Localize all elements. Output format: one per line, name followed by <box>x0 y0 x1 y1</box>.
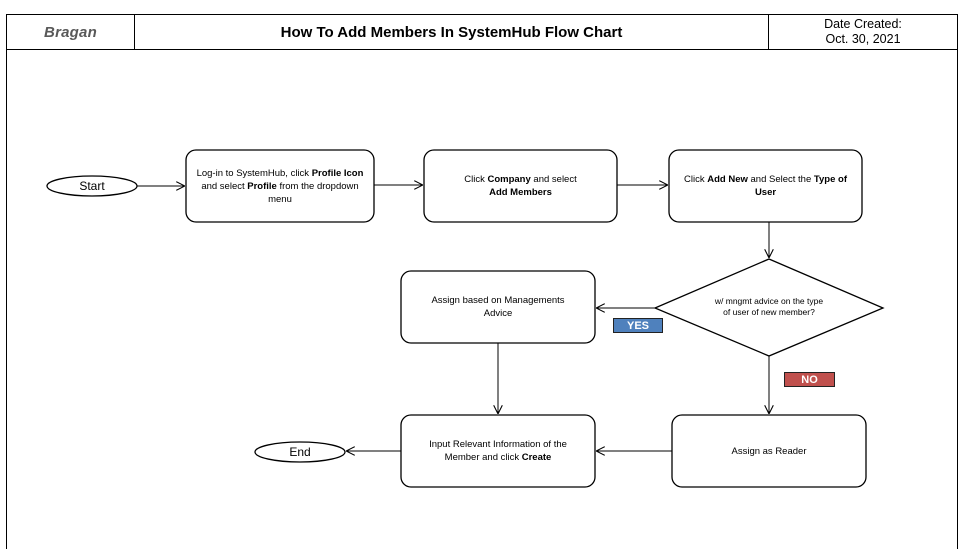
input-info-text-bold: Create <box>521 452 552 463</box>
diagram-frame <box>6 49 958 549</box>
no-badge: NO <box>784 372 835 387</box>
title-cell: How To Add Members In SystemHub Flow Cha… <box>135 15 769 49</box>
end-label: End <box>289 445 311 459</box>
assign-reader-text: Assign as Reader <box>731 445 807 457</box>
yes-badge: YES <box>613 318 663 333</box>
step3-box <box>668 149 863 223</box>
step1-text-pre: Log-in to SystemHub, click <box>196 167 312 179</box>
step1-text-bold2: Profile <box>247 180 277 192</box>
step2-box <box>423 149 618 223</box>
step2-text-pre: Click <box>464 174 488 185</box>
step1-text-mid: and select <box>201 180 248 192</box>
header-bar: Bragan How To Add Members In SystemHub F… <box>6 14 958 50</box>
step2-text-bold2: Add Members <box>489 187 552 198</box>
assign-mgmt-text: Assign based on Managements Advice <box>431 295 565 319</box>
step3-text: Click Add New and Select the Type of Use… <box>669 150 862 222</box>
date-cell: Date Created: Oct. 30, 2021 <box>769 15 957 49</box>
step3-text-bold1: Add New <box>707 174 748 185</box>
end-oval <box>254 441 346 463</box>
step2-text: Click Company and select Add Members <box>424 150 617 222</box>
step3-text-mid: and Select the <box>747 174 814 185</box>
page-title: How To Add Members In SystemHub Flow Cha… <box>280 23 623 41</box>
step2-text-bold1: Company <box>487 174 531 185</box>
step2-text-mid: and select <box>530 174 577 185</box>
date-label: Date Created: <box>824 17 902 31</box>
input-info-text: Input Relevant Information of the Member… <box>401 415 595 487</box>
decision-text: w/ mngmt advice on the type of user of n… <box>714 296 824 317</box>
flowchart-canvas <box>46 149 885 488</box>
logo-cell: Bragan <box>7 15 135 49</box>
step1-box <box>185 149 375 223</box>
start-label: Start <box>79 179 105 193</box>
step3-text-bold2: Type of User <box>754 174 847 198</box>
date-value: Oct. 30, 2021 <box>825 32 901 46</box>
step1-text-bold1: Profile Icon <box>311 167 364 179</box>
input-info-text-pre: Input Relevant Information of the Member… <box>429 439 567 463</box>
step3-text-pre: Click <box>684 174 708 185</box>
step1-text: Log-in to SystemHub, click Profile Icon … <box>186 150 374 222</box>
step1-text-post: from the dropdown menu <box>268 180 359 205</box>
bragan-logo: Bragan <box>44 23 97 41</box>
